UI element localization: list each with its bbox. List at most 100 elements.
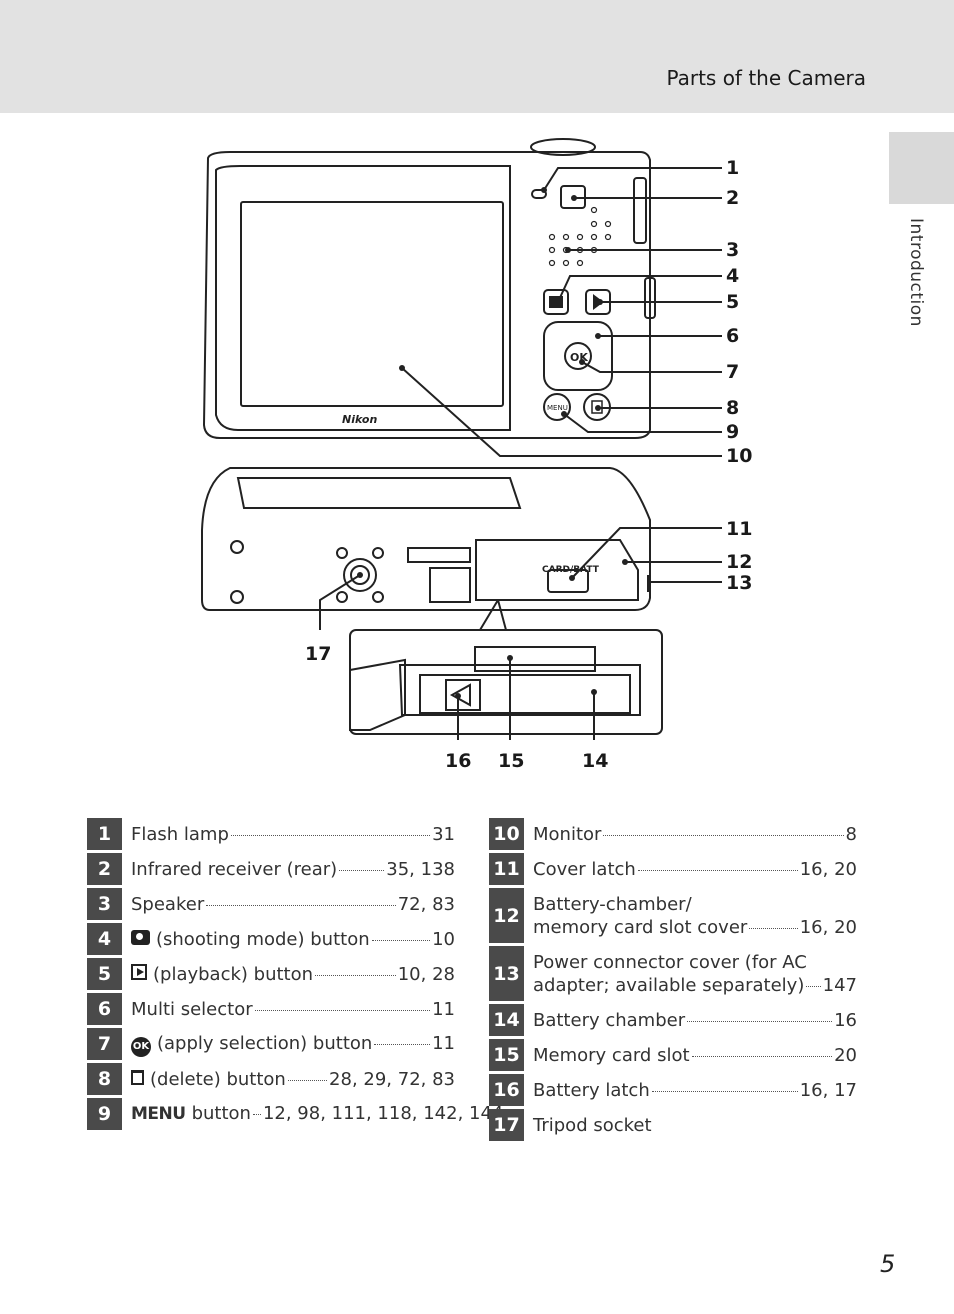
legend-page: 147 bbox=[822, 974, 857, 996]
battery-chamber bbox=[419, 674, 631, 714]
callout-6: 6 bbox=[726, 325, 739, 347]
camera-icon bbox=[131, 929, 150, 945]
legend-number: 5 bbox=[87, 958, 122, 990]
card-batt-label: CARD/BATT bbox=[542, 565, 600, 575]
svg-text:MENU: MENU bbox=[547, 404, 568, 412]
legend-label: Speaker bbox=[131, 893, 205, 915]
legend-row: 6 Multi selector 11 bbox=[87, 993, 455, 1025]
legend-label: (playback) button bbox=[153, 963, 314, 985]
callout-7: 7 bbox=[726, 361, 739, 383]
callout-14: 14 bbox=[582, 750, 608, 772]
legend-page: 16, 17 bbox=[799, 1079, 857, 1101]
legend-row: 17 Tripod socket bbox=[489, 1109, 857, 1141]
legend-page: 8 bbox=[845, 823, 857, 845]
callout-8: 8 bbox=[726, 397, 739, 419]
memory-card-slot bbox=[474, 646, 596, 672]
callout-13: 13 bbox=[726, 572, 752, 594]
header-band bbox=[0, 0, 954, 113]
section-tab bbox=[889, 132, 954, 204]
legend-label: Monitor bbox=[533, 823, 602, 845]
callout-10: 10 bbox=[726, 445, 752, 467]
legend-label: Flash lamp bbox=[131, 823, 229, 845]
legend-page: 12, 98, 111, 118, 142, 144 bbox=[262, 1103, 504, 1124]
battery-latch bbox=[445, 679, 481, 711]
legend-number: 6 bbox=[87, 993, 122, 1025]
legend-number: 13 bbox=[489, 946, 524, 1001]
flash-lamp bbox=[531, 189, 547, 199]
legend-number: 9 bbox=[87, 1098, 122, 1130]
legend-page: 72, 83 bbox=[397, 893, 455, 915]
legend-label-line1: Power connector cover (for AC bbox=[533, 951, 807, 973]
shooting-mode-button bbox=[543, 289, 569, 315]
camera-bottom-body bbox=[201, 467, 651, 611]
section-tab-label: Introduction bbox=[906, 218, 926, 327]
legend-label: Battery chamber bbox=[533, 1009, 686, 1031]
legend-label: Multi selector bbox=[131, 998, 253, 1020]
cover-latch bbox=[547, 569, 589, 593]
callout-leaders bbox=[319, 167, 722, 740]
legend-number: 2 bbox=[87, 853, 122, 885]
legend-label: (apply selection) button bbox=[157, 1032, 373, 1054]
legend-number: 8 bbox=[87, 1063, 122, 1095]
legend-label: (shooting mode) button bbox=[156, 928, 370, 950]
camera-rear-body bbox=[202, 151, 651, 439]
legend-row: 5 (playback) button 10, 28 bbox=[87, 958, 455, 990]
legend-label: Memory card slot bbox=[533, 1044, 690, 1066]
menu-icon: MENU bbox=[131, 1104, 186, 1124]
legend-row: 8 (delete) button 28, 29, 72, 83 bbox=[87, 1063, 455, 1095]
legend-number: 17 bbox=[489, 1109, 524, 1141]
legend-number: 11 bbox=[489, 853, 524, 885]
legend-label: Infrared receiver (rear) bbox=[131, 858, 338, 880]
page-number: 5 bbox=[880, 1250, 896, 1278]
callout-2: 2 bbox=[726, 187, 739, 209]
ok-button bbox=[564, 342, 592, 370]
legend-label-line1: Battery-chamber/ bbox=[533, 893, 692, 915]
legend-number: 3 bbox=[87, 888, 122, 920]
legend-page: 16, 20 bbox=[799, 858, 857, 880]
legend-row: 13 Power connector cover (for AC adapter… bbox=[489, 946, 857, 1001]
legend-page: 31 bbox=[432, 823, 455, 845]
parts-legend-left: 1 Flash lamp 31 2 Infrared receiver (rear… bbox=[87, 818, 503, 1133]
ok-icon: OK bbox=[131, 1036, 151, 1057]
legend-label: memory card slot cover bbox=[533, 916, 748, 938]
legend-number: 14 bbox=[489, 1004, 524, 1036]
callout-12: 12 bbox=[726, 551, 752, 573]
legend-page: 35, 138 bbox=[386, 858, 455, 880]
battery-chamber-cover bbox=[475, 539, 639, 601]
legend-label: adapter; available separately) bbox=[533, 974, 805, 996]
legend-label: Tripod socket bbox=[533, 1114, 652, 1136]
legend-row: 12 Battery-chamber/ memory card slot cov… bbox=[489, 888, 857, 943]
callout-16: 16 bbox=[445, 750, 471, 772]
legend-row: 2 Infrared receiver (rear) 35, 138 bbox=[87, 853, 455, 885]
legend-number: 4 bbox=[87, 923, 122, 955]
legend-page: 11 bbox=[432, 1032, 455, 1054]
monitor-screen bbox=[240, 201, 504, 407]
legend-page: 20 bbox=[834, 1044, 857, 1066]
callout-4: 4 bbox=[726, 265, 739, 287]
legend-number: 1 bbox=[87, 818, 122, 850]
legend-page: 11 bbox=[432, 998, 455, 1020]
legend-label: button bbox=[191, 1103, 251, 1124]
legend-number: 16 bbox=[489, 1074, 524, 1106]
legend-label: Cover latch bbox=[533, 858, 636, 880]
legend-number: 15 bbox=[489, 1039, 524, 1071]
camera-diagram: OK MENU Nikon CARD/BATT bbox=[201, 138, 752, 772]
legend-page: 28, 29, 72, 83 bbox=[329, 1068, 455, 1090]
legend-page: 10, 28 bbox=[397, 963, 455, 985]
playback-icon bbox=[131, 963, 147, 980]
callout-17: 17 bbox=[305, 643, 331, 665]
speaker bbox=[548, 206, 612, 267]
legend-label: (delete) button bbox=[150, 1068, 286, 1090]
tripod-socket bbox=[343, 558, 377, 592]
callout-3: 3 bbox=[726, 239, 739, 261]
callout-9: 9 bbox=[726, 421, 739, 443]
legend-row: 11 Cover latch 16, 20 bbox=[489, 853, 857, 885]
legend-row: 1 Flash lamp 31 bbox=[87, 818, 455, 850]
callout-5: 5 bbox=[726, 291, 739, 313]
callout-15: 15 bbox=[498, 750, 524, 772]
